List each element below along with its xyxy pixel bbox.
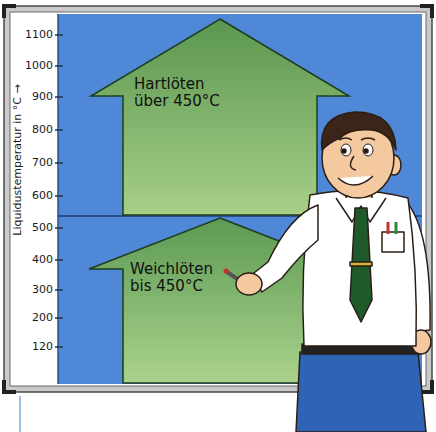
axis-title: Liquidustemperatur in °C →	[11, 84, 25, 235]
smile	[338, 176, 373, 185]
pen	[227, 272, 242, 282]
neck	[346, 188, 372, 204]
frame-corner	[420, 380, 432, 392]
head	[322, 118, 394, 198]
tick-label: 800	[12, 123, 53, 137]
pocket-pen	[395, 222, 398, 234]
sleeve	[398, 200, 430, 332]
blue-panel	[58, 14, 422, 384]
arrow-outline	[89, 218, 351, 383]
shirt-pocket	[382, 232, 404, 252]
axis-ticks	[55, 35, 63, 347]
region-label: Weichlöten bis 450°C	[130, 261, 226, 296]
tick-label: 400	[12, 253, 53, 267]
arrow-shape	[88, 217, 352, 384]
tick-label: 600	[12, 189, 53, 203]
board-surface	[10, 12, 426, 386]
edge-line	[19, 396, 20, 432]
trousers	[296, 352, 426, 432]
arrow-outline	[91, 19, 349, 215]
axis-line	[57, 14, 59, 384]
arrow-region: Weichlöten bis 450°C	[88, 217, 352, 384]
hand	[411, 330, 431, 354]
pen-tip	[224, 269, 229, 274]
shirt	[303, 191, 416, 346]
tick-label: 900	[12, 90, 53, 104]
frame-corner	[4, 380, 16, 392]
pointing-hand	[236, 273, 262, 295]
arrow-region: Hartlöten über 450°C	[90, 18, 350, 216]
hair	[322, 112, 396, 150]
frame-corner	[4, 6, 16, 18]
belt	[302, 344, 420, 354]
tick-label: 500	[12, 221, 53, 235]
arrow-shape	[90, 18, 350, 216]
eyebrow	[361, 138, 375, 140]
pupil	[364, 149, 368, 153]
pupil	[342, 149, 346, 153]
eye	[363, 144, 373, 156]
tie	[350, 208, 372, 322]
tick-label: 1100	[12, 28, 53, 42]
pointing-sleeve	[250, 205, 318, 292]
eyebrow	[339, 138, 352, 140]
board-frame	[4, 6, 432, 392]
ear	[387, 155, 401, 175]
tick-label: 1000	[12, 59, 53, 73]
tick-label: 120	[12, 340, 53, 354]
tie-clip	[350, 262, 372, 266]
collar	[336, 198, 386, 222]
region-label: Hartlöten über 450°C	[134, 76, 230, 111]
frame-corner	[420, 6, 432, 18]
nose	[350, 156, 356, 170]
tick-label: 700	[12, 156, 53, 170]
pocket-pen	[387, 222, 390, 234]
eye	[341, 144, 351, 156]
tick-label: 200	[12, 311, 53, 325]
tick-label: 300	[12, 283, 53, 297]
